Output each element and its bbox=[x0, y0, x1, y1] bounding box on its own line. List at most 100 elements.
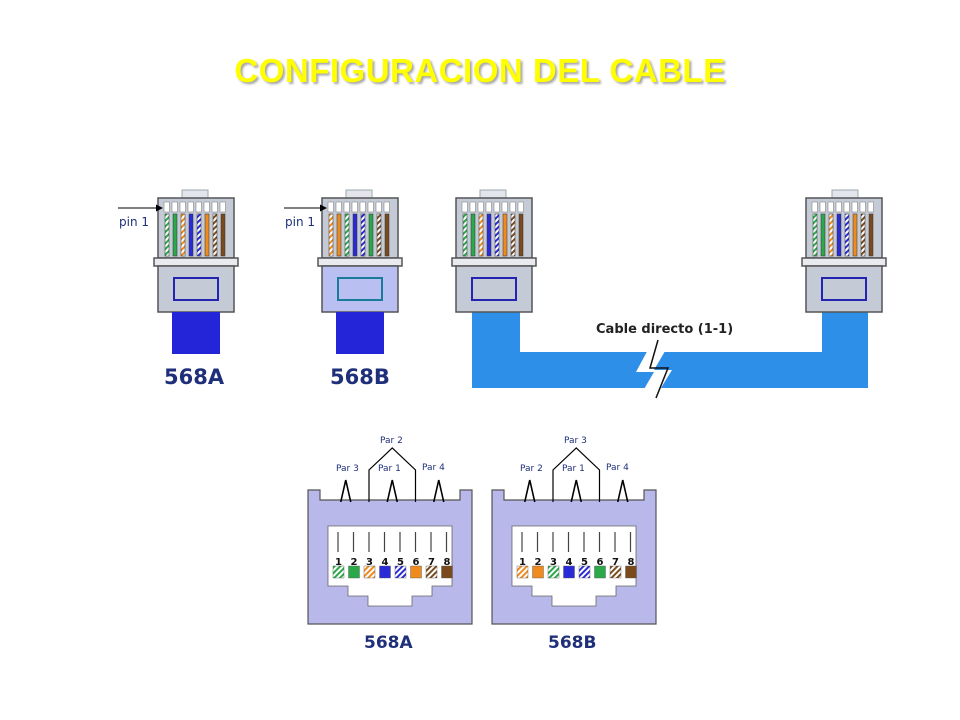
pair-label-left: Par 3 bbox=[336, 464, 359, 474]
jack-standard-label: 568A bbox=[364, 633, 413, 653]
standard-label-568b-top: 568B bbox=[330, 365, 390, 389]
jack-pin-number: 1 bbox=[519, 557, 526, 568]
plug-contact bbox=[171, 201, 178, 213]
plug-contact bbox=[469, 201, 476, 213]
plug-contact bbox=[509, 201, 516, 213]
pair-label-right: Par 4 bbox=[422, 463, 445, 473]
pair-label-right: Par 4 bbox=[606, 463, 629, 473]
plug-contact bbox=[179, 201, 186, 213]
jack-pin-number: 3 bbox=[366, 557, 373, 568]
jack-pin-color-green bbox=[348, 565, 360, 579]
plug-contact bbox=[219, 201, 226, 213]
straight-cable-body bbox=[472, 312, 868, 388]
plug-wire-white-orange bbox=[828, 213, 834, 257]
jack-pin-number: 1 bbox=[335, 557, 342, 568]
plug-wire-green bbox=[172, 213, 178, 257]
plug-wire-brown bbox=[868, 213, 874, 257]
plug-wire-green bbox=[470, 213, 476, 257]
jack-pin-color-brown bbox=[441, 565, 453, 579]
plug-wire-white-orange bbox=[180, 213, 186, 257]
plug-wire-blue bbox=[836, 213, 842, 257]
pin1-label-568b: pin 1 bbox=[285, 215, 315, 229]
plug-contact bbox=[477, 201, 484, 213]
pair-label-center: Par 1 bbox=[378, 464, 401, 474]
jack-pin-number: 6 bbox=[597, 557, 604, 568]
jack-pin-number: 2 bbox=[535, 557, 542, 568]
plug-wire-blue bbox=[188, 213, 194, 257]
plug-contact bbox=[461, 201, 468, 213]
plug-wire-white-green bbox=[164, 213, 170, 257]
plug-wire-white-blue bbox=[844, 213, 850, 257]
jack-pin-color-white-orange bbox=[516, 565, 529, 579]
plug-wire-blue bbox=[486, 213, 492, 257]
plug-contact bbox=[367, 201, 374, 213]
plug-contact bbox=[163, 201, 170, 213]
plug-contact bbox=[835, 201, 842, 213]
cable-break-mark bbox=[636, 346, 672, 396]
plug-contact bbox=[383, 201, 390, 213]
plug-wire-white-green bbox=[344, 213, 350, 257]
plug-contact bbox=[493, 201, 500, 213]
plug-wire-white-green bbox=[462, 213, 468, 257]
jack-pin-number: 8 bbox=[444, 557, 451, 568]
jack-pin-number: 4 bbox=[382, 557, 389, 568]
plug-contact bbox=[187, 201, 194, 213]
plug-wire-brown bbox=[220, 213, 226, 257]
jack-pin-color-white-brown bbox=[609, 565, 622, 579]
plug-568a-boot bbox=[172, 312, 220, 354]
plug-wire-white-blue bbox=[494, 213, 500, 257]
plug-contact bbox=[351, 201, 358, 213]
plug-contact bbox=[359, 201, 366, 213]
jack-pin-color-white-green bbox=[547, 565, 560, 579]
plug-wire-white-green bbox=[812, 213, 818, 257]
plug-contact bbox=[203, 201, 210, 213]
jack-pin-color-white-orange bbox=[363, 565, 376, 579]
plug-wire-white-brown bbox=[376, 213, 382, 257]
jack-pin-number: 2 bbox=[351, 557, 358, 568]
plug-wire-white-orange bbox=[328, 213, 334, 257]
plug-wire-orange bbox=[204, 213, 210, 257]
jack-pin-color-white-brown bbox=[425, 565, 438, 579]
plug-contact bbox=[851, 201, 858, 213]
jack-pin-color-white-blue bbox=[578, 565, 591, 579]
pair-mark bbox=[339, 479, 352, 503]
plug-contact bbox=[343, 201, 350, 213]
plug-contact bbox=[327, 201, 334, 213]
plug-wire-white-orange bbox=[478, 213, 484, 257]
plug-contact bbox=[859, 201, 866, 213]
jack-pin-color-orange bbox=[532, 565, 544, 579]
plug-568b: pin 1 568B bbox=[284, 186, 416, 389]
plug-wire-orange bbox=[852, 213, 858, 257]
standard-label-568a-top: 568A bbox=[164, 365, 225, 389]
plug-568a: pin 1 568A bbox=[118, 186, 250, 389]
plug-wire-white-blue bbox=[196, 213, 202, 257]
plug-wire-blue bbox=[352, 213, 358, 257]
plug-contact bbox=[811, 201, 818, 213]
plug-contact bbox=[517, 201, 524, 213]
plug-contact bbox=[843, 201, 850, 213]
pair-mark-outer bbox=[552, 447, 601, 502]
jack-pin-number: 5 bbox=[397, 557, 404, 568]
plug-contact bbox=[195, 201, 202, 213]
jack-pin-number: 3 bbox=[550, 557, 557, 568]
jack-pin-number: 4 bbox=[566, 557, 573, 568]
plug-contact bbox=[485, 201, 492, 213]
plug-wire-orange bbox=[502, 213, 508, 257]
pair-label-left: Par 2 bbox=[520, 464, 543, 474]
pin1-label-568a: pin 1 bbox=[119, 215, 149, 229]
pair-label-top: Par 2 bbox=[380, 436, 403, 446]
plug-contact bbox=[867, 201, 874, 213]
pair-mark bbox=[386, 479, 399, 503]
jack-pin-color-blue bbox=[379, 565, 391, 579]
plug-wire-green bbox=[820, 213, 826, 257]
pair-mark bbox=[616, 479, 629, 503]
jack-pin-number: 6 bbox=[413, 557, 420, 568]
plug-contact bbox=[827, 201, 834, 213]
plug-568b-boot bbox=[336, 312, 384, 354]
plug-wire-green bbox=[368, 213, 374, 257]
plug-wire-brown bbox=[518, 213, 524, 257]
plug-contact bbox=[819, 201, 826, 213]
plug-contact bbox=[335, 201, 342, 213]
jack-pin-color-blue bbox=[563, 565, 575, 579]
